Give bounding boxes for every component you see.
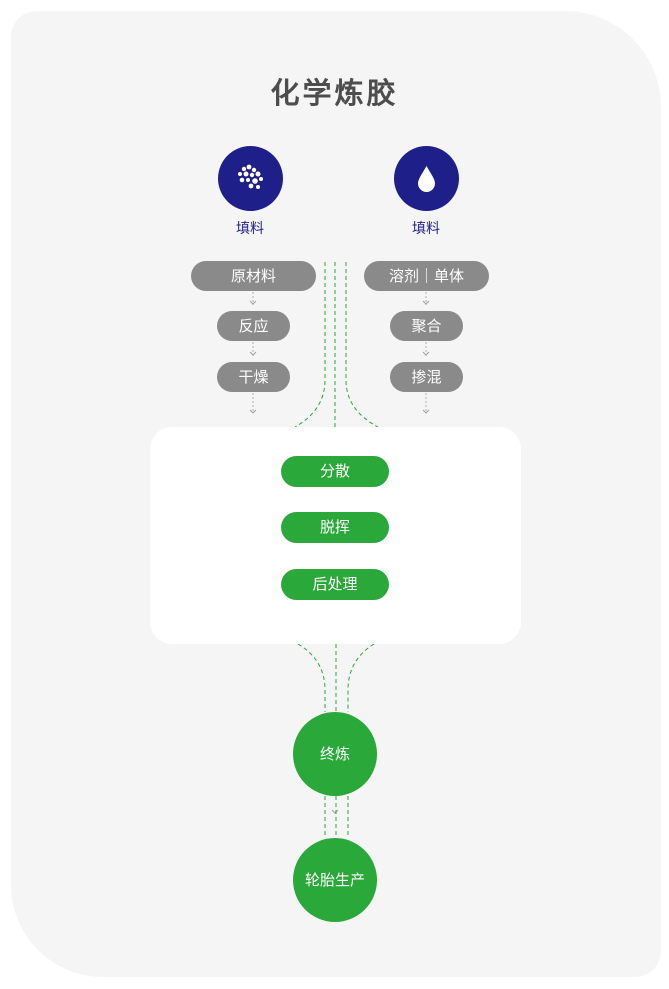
particles-icon — [238, 164, 263, 189]
step-devolatilization: 脱挥 — [281, 512, 389, 543]
step-raw-material: 原材料 — [191, 261, 316, 291]
step-blending: 掺混 — [390, 362, 463, 392]
step-drying: 干燥 — [217, 362, 290, 392]
step-dispersion: 分散 — [281, 456, 389, 487]
step-polymerization: 聚合 — [390, 311, 463, 341]
step-solvent-monomer: 溶剂｜单体 — [364, 261, 489, 291]
particles-source-circle — [218, 146, 283, 211]
step-post-processing: 后处理 — [281, 569, 389, 600]
step-final-mixing: 终炼 — [293, 712, 377, 796]
step-tire-production: 轮胎生产 — [293, 838, 377, 922]
source-caption-right: 填料 — [412, 221, 440, 237]
droplet-source-circle — [394, 146, 459, 211]
source-caption-left: 填料 — [236, 221, 264, 237]
droplet-icon — [418, 166, 435, 192]
page-title: 化学炼胶 — [270, 76, 399, 110]
step-reaction: 反应 — [217, 311, 290, 341]
